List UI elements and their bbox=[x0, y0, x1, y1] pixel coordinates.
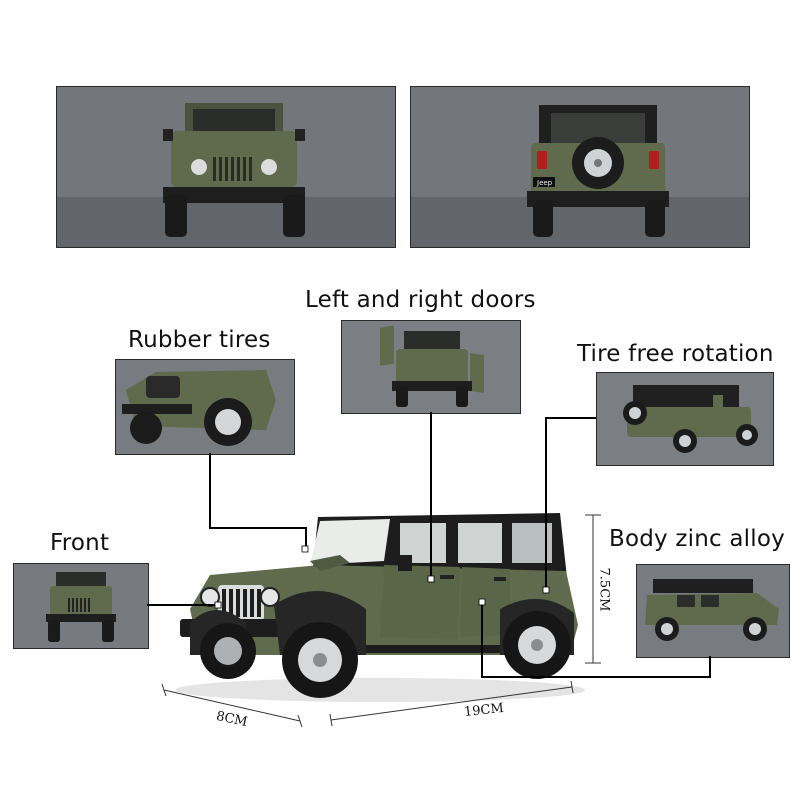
doors-open-image bbox=[342, 321, 520, 413]
body-side-image bbox=[637, 565, 789, 657]
photo-rear-view: Jeep bbox=[410, 86, 750, 248]
photo-body-side bbox=[636, 564, 790, 658]
photo-front-view bbox=[56, 86, 396, 248]
label-tire-free-rotation: Tire free rotation bbox=[577, 341, 774, 367]
tire-closeup-image bbox=[116, 360, 294, 454]
front-small-image bbox=[14, 564, 148, 648]
dimension-height-label: 7.5CM bbox=[596, 567, 612, 612]
photo-rubber-tires bbox=[115, 359, 295, 455]
label-front: Front bbox=[50, 530, 110, 556]
spare-tire-badge: Jeep bbox=[536, 179, 553, 187]
photo-doors-open bbox=[341, 320, 521, 414]
main-jeep-image bbox=[175, 513, 585, 702]
side-doors-open-image bbox=[597, 373, 773, 465]
dimension-length-label: 19CM bbox=[463, 700, 505, 721]
photo-tire-rotation bbox=[596, 372, 774, 466]
jeep-rear-image: Jeep bbox=[411, 87, 749, 247]
label-body-zinc-alloy: Body zinc alloy bbox=[609, 526, 785, 552]
label-rubber-tires: Rubber tires bbox=[128, 327, 271, 353]
dimension-width-label: 8CM bbox=[214, 708, 249, 731]
photo-front-small bbox=[13, 563, 149, 649]
jeep-front-image bbox=[57, 87, 395, 247]
label-left-right-doors: Left and right doors bbox=[305, 287, 536, 313]
